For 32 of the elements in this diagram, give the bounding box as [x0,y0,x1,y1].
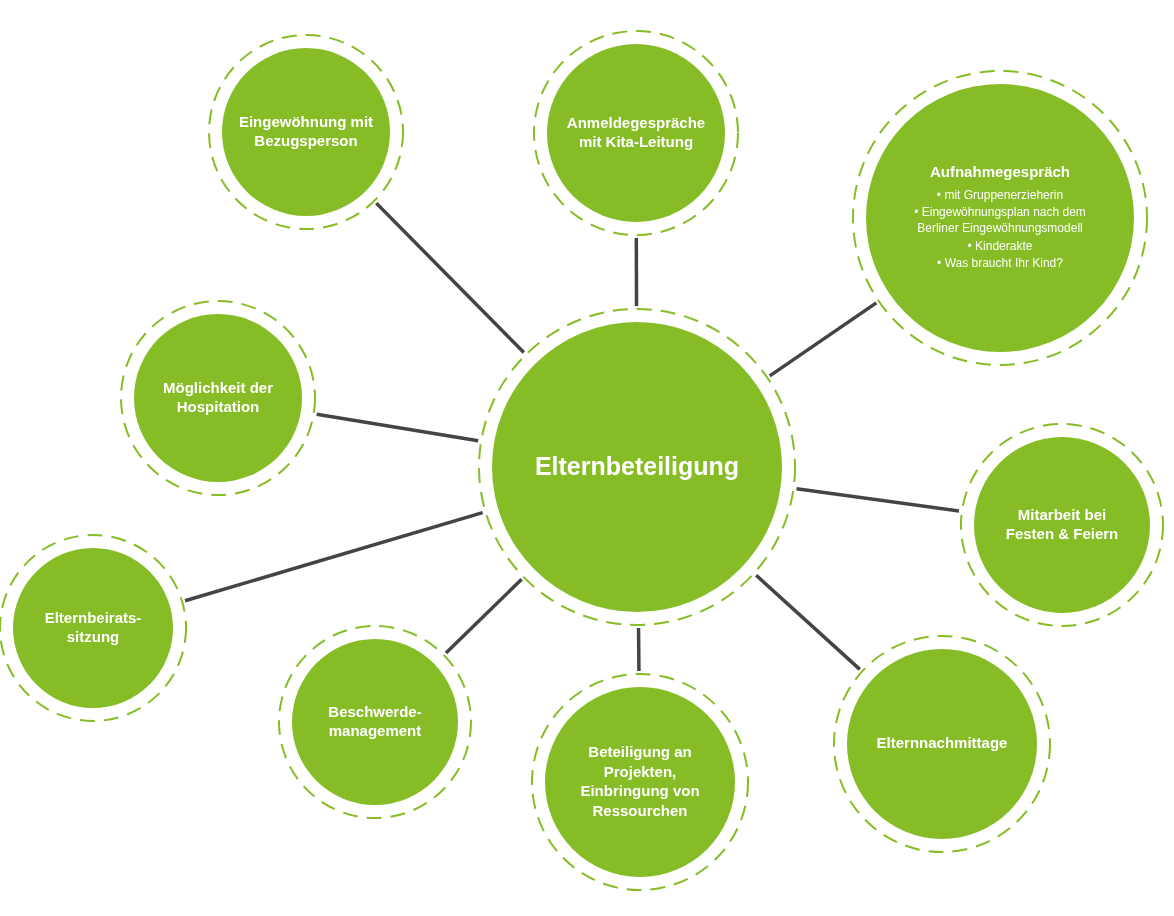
bullet-text: • Kinderakte [966,238,1034,255]
connector-line [375,201,526,354]
bullet-text: • Was braucht Ihr Kind? [936,256,1064,272]
connector-line [634,238,639,306]
topic-label: Anmeldegespräche mit Kita-Leitung [566,112,706,152]
connector-line [444,578,523,655]
connector-line [636,627,641,672]
topic-circle [119,299,317,497]
topic-circle [959,422,1165,628]
bullet-text: • mit Gruppenerzieherin [935,187,1065,204]
topic-label: Beschwerde-management [327,701,423,741]
bullet-text: • Eingewöhnungsplan nach dem Berliner Eingewöhnungsmodell [913,205,1087,237]
topic-label: Aufnahmegespräch [928,162,1071,182]
connector-line [184,511,484,603]
topic-label: Elternbeteiligung [533,450,741,482]
topic-label: Eingewöhnung mit Bezugsperson [237,111,375,151]
topic-label: Mitarbeit bei Festen & Feiern [1004,504,1120,544]
topic-label: Elternnachmittage [875,733,1009,753]
connector-line [768,301,878,378]
topic-label: Beteiligung an Projekten, Einbringung von Ressourchen [579,742,701,820]
topic-circle [532,29,740,237]
topic-circle [851,69,1149,367]
topic-circle [277,624,473,820]
topic-circle [530,672,750,892]
topic-label: Möglichkeit der Hospitation [162,377,274,417]
connector-line [316,412,479,443]
connector-line [796,487,960,513]
topic-circle [832,634,1052,854]
topic-circle [477,307,797,627]
topic-circle [207,33,405,231]
connector-line [755,573,861,671]
topic-label: Elternbeirats-sitzung [43,607,143,647]
